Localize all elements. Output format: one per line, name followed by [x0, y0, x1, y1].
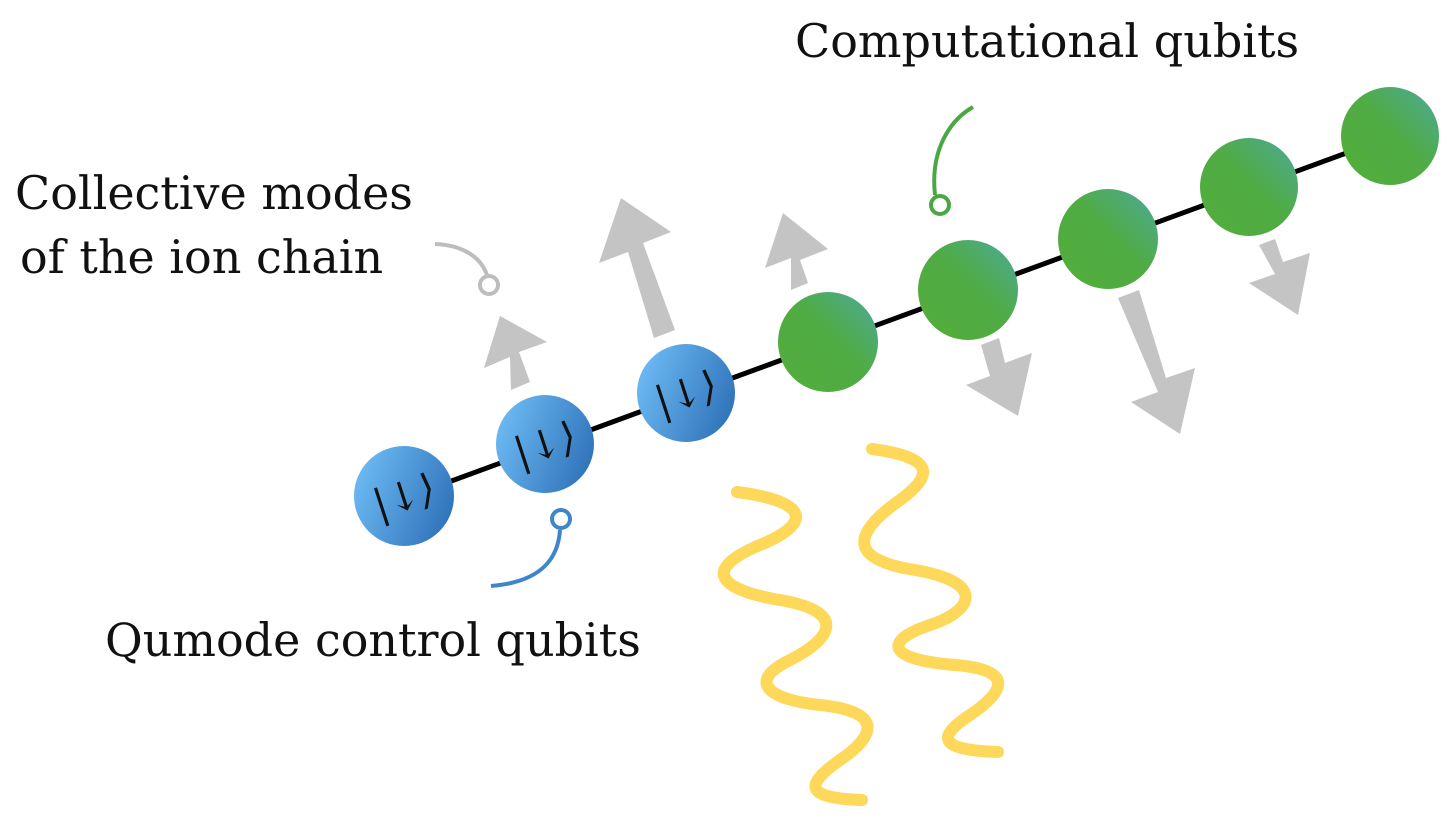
computational-qubits — [778, 87, 1439, 392]
label-collective-modes-line1: Collective modes — [15, 166, 413, 220]
mode-arrows — [484, 198, 1310, 434]
wavy-laser-icon — [858, 443, 1005, 758]
callout-computational — [929, 105, 975, 216]
callout-collective — [434, 242, 500, 296]
label-collective-modes-line2: of the ion chain — [20, 230, 383, 284]
mode-arrow-4 — [966, 338, 1032, 416]
callout-qumode — [490, 508, 572, 588]
control-ion-1: |↓⟩ — [354, 446, 454, 546]
mode-arrow-3 — [765, 213, 828, 290]
computational-ion-5 — [1341, 87, 1439, 185]
computational-ion-2 — [918, 240, 1018, 340]
label-qumode-control-qubits: Qumode control qubits — [105, 613, 641, 667]
laser-beams — [717, 443, 1005, 806]
computational-ion-4 — [1200, 138, 1298, 236]
control-ion-2: |↓⟩ — [496, 395, 594, 493]
mode-arrow-1 — [484, 316, 547, 390]
computational-ion-3 — [1058, 189, 1158, 289]
label-computational-qubits: Computational qubits — [795, 14, 1299, 68]
computational-ion-1 — [778, 292, 878, 392]
control-qubits: |↓⟩ |↓⟩ |↓⟩ — [354, 344, 735, 546]
wavy-laser-icon — [717, 486, 874, 806]
mode-arrow-5 — [1118, 290, 1195, 434]
mode-arrow-2 — [599, 198, 675, 338]
control-ion-3: |↓⟩ — [637, 344, 735, 442]
mode-arrow-6 — [1249, 239, 1310, 315]
